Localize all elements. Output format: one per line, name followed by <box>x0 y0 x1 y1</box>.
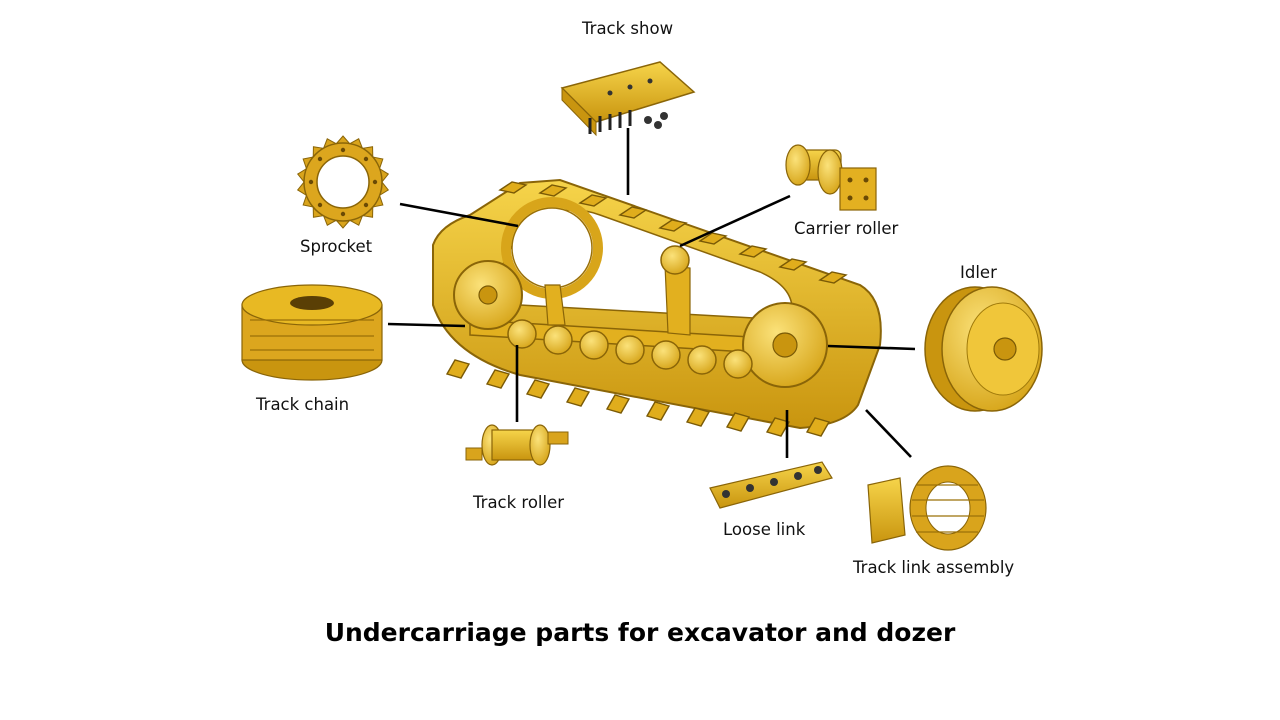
label-track-roller: Track roller <box>473 493 565 512</box>
undercarriage-assembly <box>432 178 882 437</box>
label-track-link-assembly: Track link assembly <box>853 558 1015 577</box>
label-sprocket: Sprocket <box>300 237 373 256</box>
leader-track-chain <box>387 322 466 328</box>
loose-link-image <box>709 461 833 509</box>
label-idler: Idler <box>960 263 997 282</box>
carrier-roller-mounted <box>660 245 690 275</box>
track-grousers <box>445 181 848 437</box>
track-shoe-image <box>560 61 696 137</box>
leader-carrier-roller <box>679 194 791 248</box>
leader-lines <box>387 128 916 458</box>
leader-sprocket <box>399 202 519 228</box>
track-roller-image <box>465 424 569 466</box>
label-loose-link: Loose link <box>723 520 806 539</box>
carrier-roller-image <box>785 144 877 211</box>
track-link-assembly-image <box>867 465 987 551</box>
label-track-show: Track show <box>582 19 674 38</box>
label-carrier-roller: Carrier roller <box>794 219 899 238</box>
diagram-title: Undercarriage parts for excavator and do… <box>324 618 956 647</box>
leader-idler <box>827 344 916 351</box>
track-roller-row <box>507 319 753 379</box>
idler-image <box>924 286 1043 412</box>
track-chain-image <box>241 284 383 381</box>
label-track-chain: Track chain <box>256 395 350 414</box>
sprocket-image <box>296 135 390 229</box>
leader-track-link-assembly <box>865 409 912 458</box>
